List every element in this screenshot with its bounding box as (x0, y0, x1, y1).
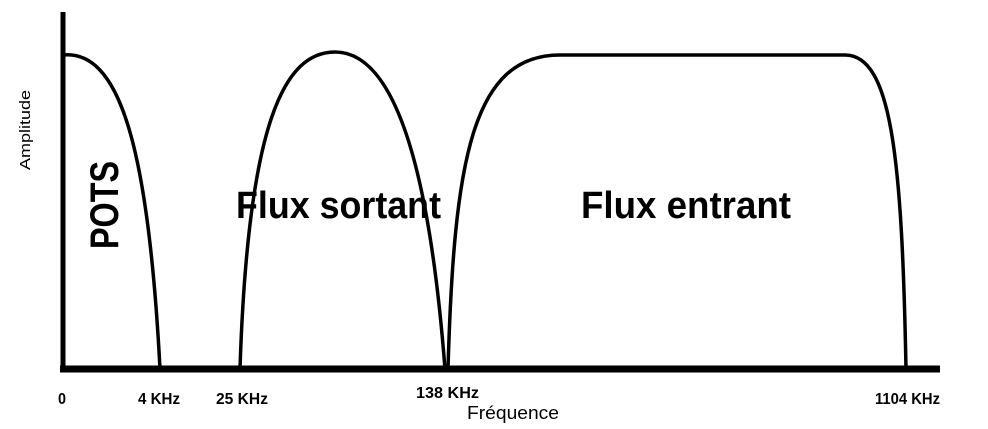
tick-label: 0 (58, 391, 66, 408)
downstream-band-curve (446, 53, 908, 370)
pots-band-curve (62, 53, 162, 370)
band-label-upstream: Flux sortant (236, 185, 441, 227)
upstream-band-curve (238, 50, 447, 370)
tick-label: 25 KHz (216, 391, 268, 408)
tick-label: 4 KHz (138, 391, 180, 408)
band-label-downstream: Flux entrant (581, 185, 791, 227)
x-axis-label: Fréquence (467, 403, 559, 423)
y-axis-label: Amplitude (17, 90, 34, 170)
tick-label: 1104 KHz (875, 391, 940, 408)
tick-label: 138 KHz (416, 385, 479, 402)
band-label-pots: POTS (83, 161, 127, 249)
